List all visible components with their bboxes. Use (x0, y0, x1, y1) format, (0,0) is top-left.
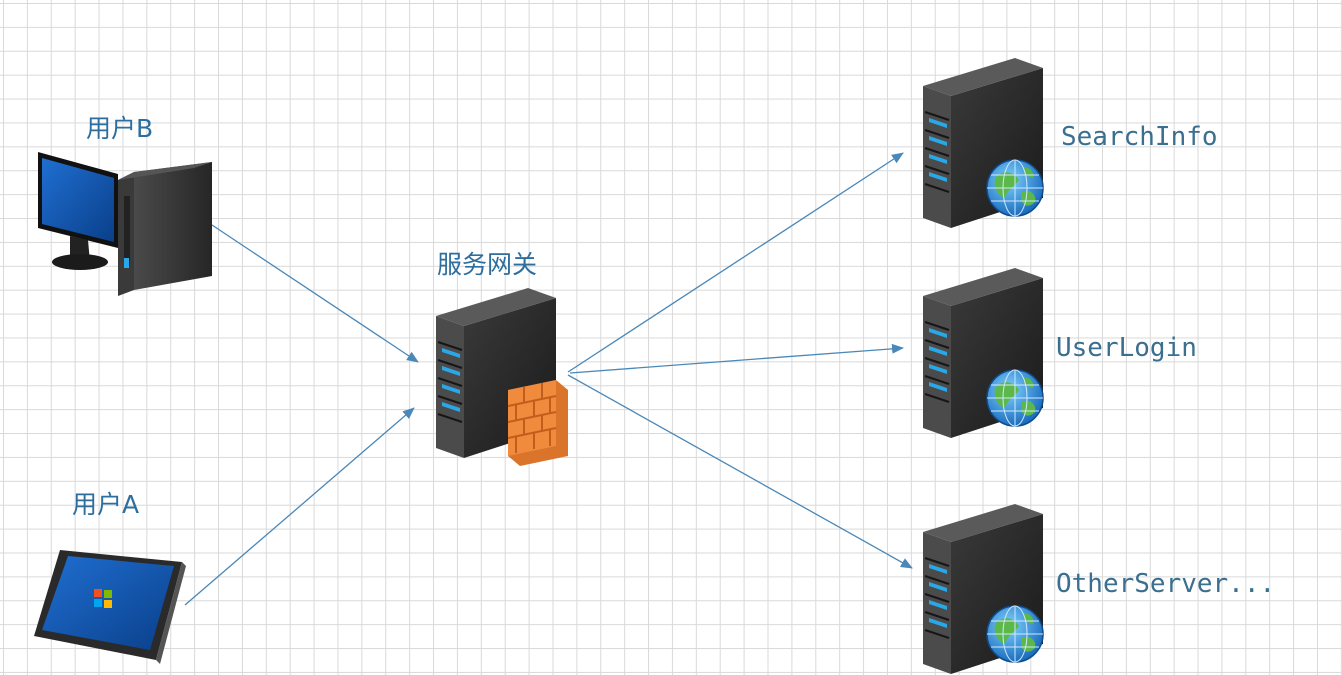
arrow-gateway-to-otherserver (567, 374, 913, 569)
connector-arrows (184, 152, 913, 606)
tablet-icon (34, 550, 186, 664)
label-gateway: 服务网关 (437, 250, 538, 279)
web-server-icon-searchinfo (922, 57, 1044, 229)
firewall-server-icon (435, 287, 568, 466)
web-server-icon-userlogin (922, 267, 1044, 439)
label-otherserver: OtherServer... (1056, 569, 1276, 599)
label-user-b: 用户B (86, 114, 154, 143)
label-userlogin: UserLogin (1056, 333, 1197, 363)
arrow-gateway-to-searchinfo (567, 152, 904, 373)
arrow-user-a-to-gateway (184, 407, 415, 606)
arrow-gateway-to-userlogin (569, 343, 904, 374)
web-server-icon-otherserver (922, 503, 1044, 675)
label-user-a: 用户A (72, 490, 140, 519)
label-searchinfo: SearchInfo (1061, 122, 1218, 152)
arrow-user-b-to-gateway (211, 224, 419, 363)
desktop-computer-icon (38, 152, 212, 296)
